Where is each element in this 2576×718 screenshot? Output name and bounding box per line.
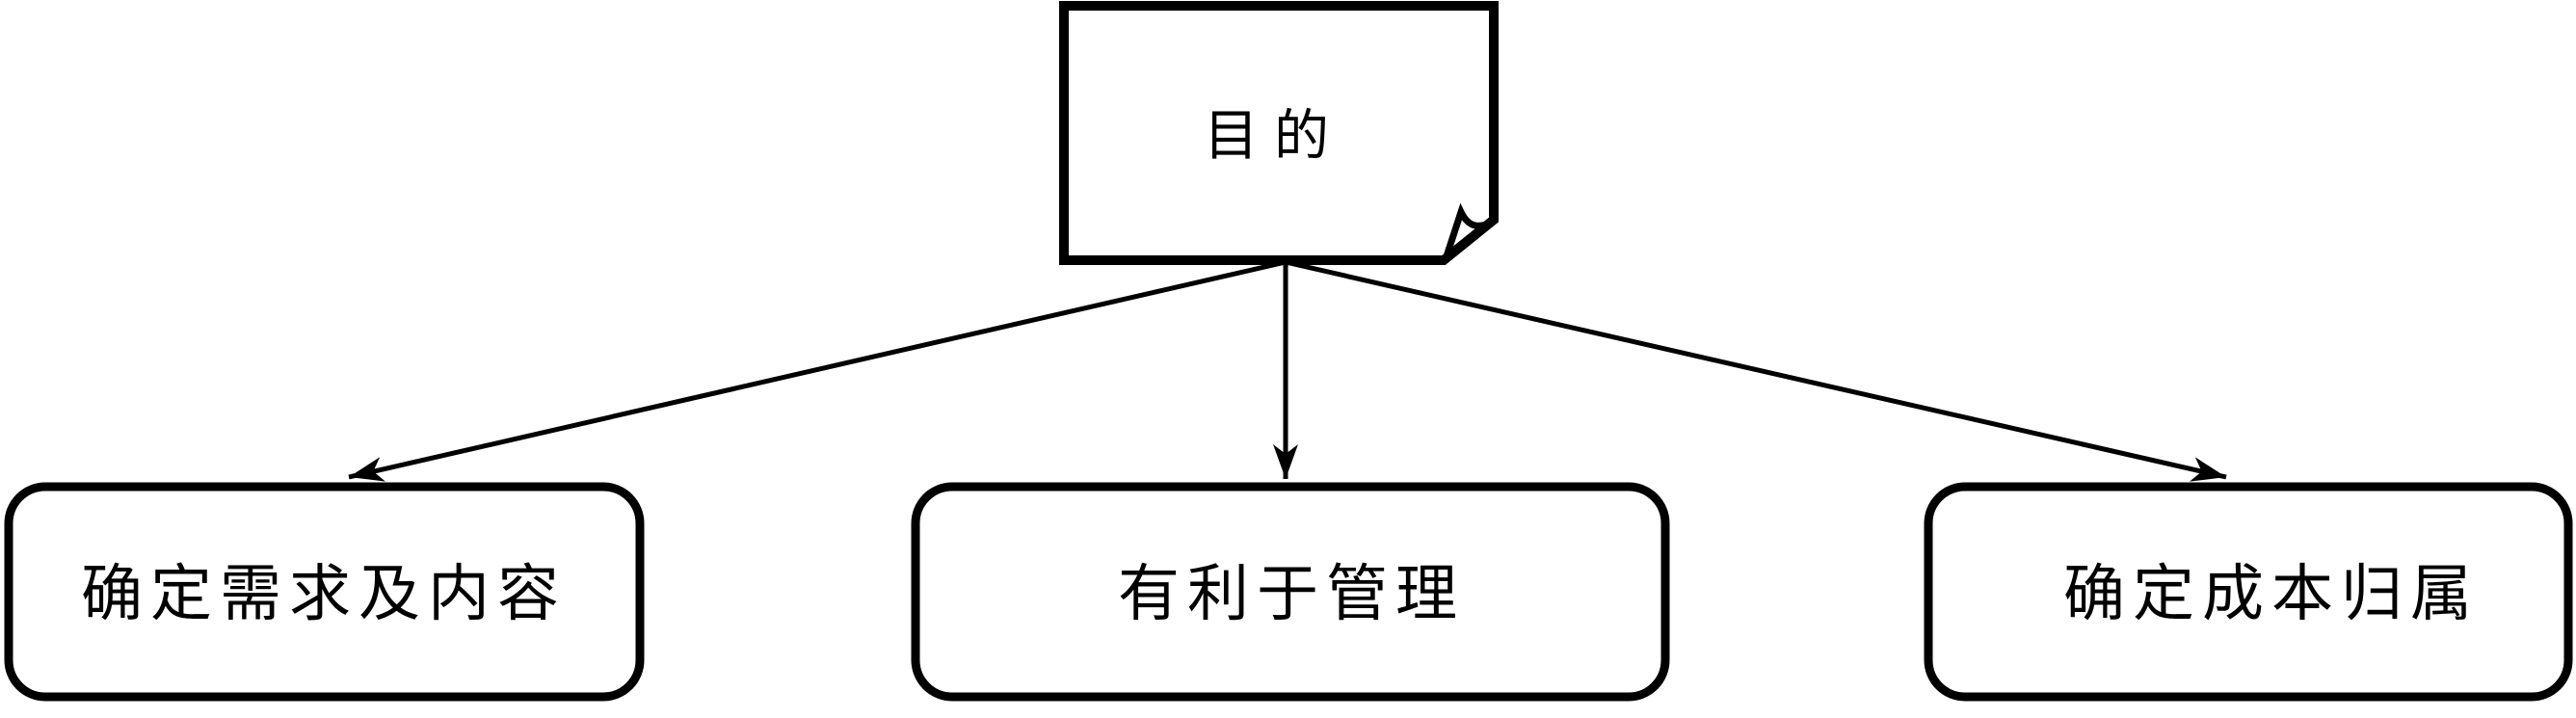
- node-management-shape: [911, 482, 1670, 702]
- node-purpose: 目的: [1059, 1, 1499, 265]
- node-management-label: 有利于管理: [1118, 559, 1465, 628]
- node-cost: 确定成本归属: [1924, 482, 2573, 702]
- edge-to-left-node: [348, 259, 1287, 482]
- node-purpose-label: 目的: [1204, 105, 1344, 167]
- node-cost-shape: [1924, 482, 2573, 702]
- edges: [348, 259, 2227, 482]
- node-management: 有利于管理: [911, 482, 1670, 702]
- node-requirements: 确定需求及内容: [4, 482, 645, 702]
- note-folded-corner: [1443, 202, 1496, 258]
- node-requirements-shape: [4, 482, 645, 702]
- node-cost-label: 确定成本归属: [2063, 559, 2480, 628]
- edge-to-right-node: [1285, 259, 2227, 482]
- node-requirements-label: 确定需求及内容: [81, 559, 567, 628]
